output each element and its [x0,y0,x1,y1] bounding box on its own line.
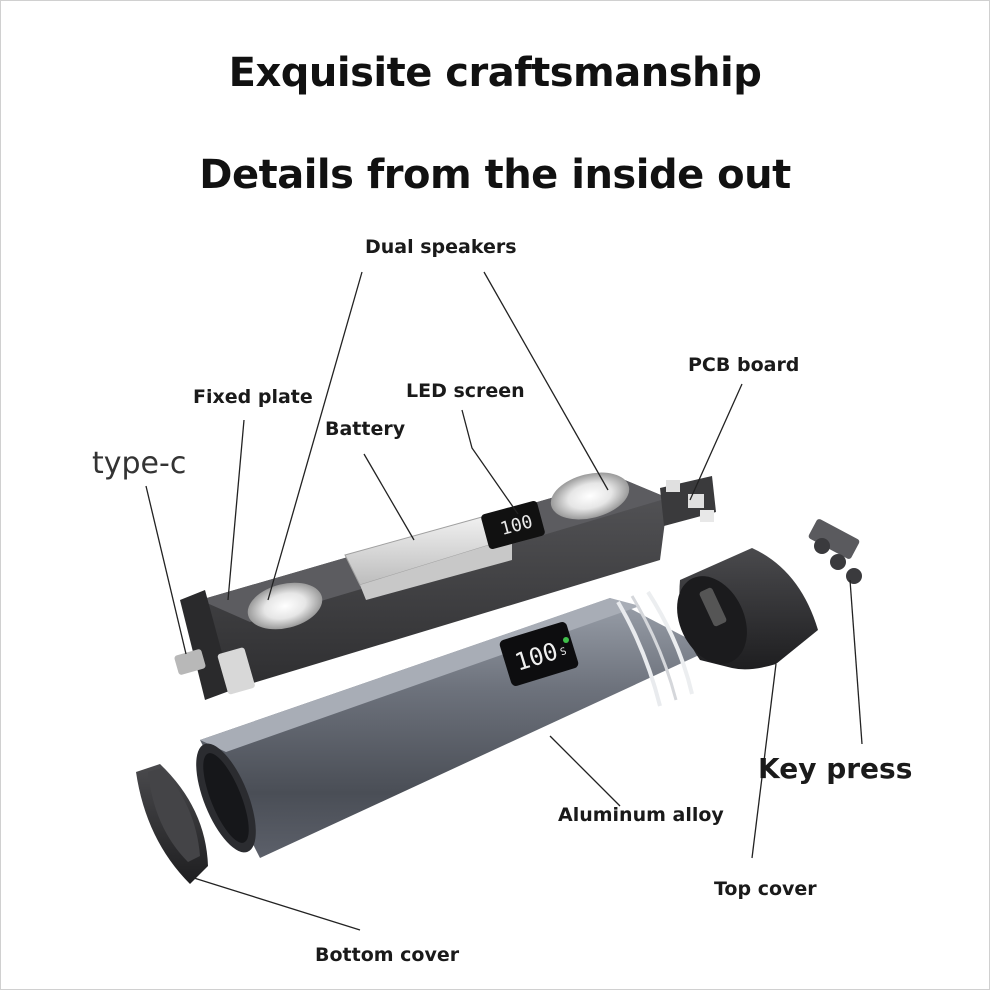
pcb-component-2 [688,494,704,508]
tube-ring-1 [616,600,662,707]
key-button-1 [814,538,830,554]
leader-dual-speakers-left [267,271,363,601]
headline-line-2: Details from the inside out [199,152,791,198]
label-type-c: type-c [92,446,187,481]
leader-fixed-plate [227,419,245,601]
label-battery: Battery [325,418,406,440]
top-cover-part [677,548,818,670]
leader-top-cover [751,663,777,859]
bottom-cover-part [136,764,208,884]
speaker-right [550,472,630,520]
label-key-press: Key press [758,752,913,785]
pcb-component-3 [700,510,714,522]
internal-tray: 100 [174,472,716,700]
aluminum-tube-body [200,598,710,858]
label-top-cover: Top cover [714,878,817,900]
label-aluminum-alloy: Aluminum alloy [558,804,724,826]
tube-ring-3 [646,590,694,695]
label-led-screen: LED screen [406,380,525,402]
bottom-cover-face [148,768,200,862]
key-button-2 [830,554,846,570]
battery-side [360,538,512,600]
tube-led-screen [499,622,579,686]
tube-ring-2 [630,595,678,701]
speaker-left [247,582,323,630]
type-c-port [174,649,206,675]
tube-led-indicator [563,637,569,643]
key-button-3 [846,568,862,584]
tray-connector [217,647,255,695]
headline-line-1: Exquisite craftsmanship [228,50,762,96]
leader-aluminum-alloy [549,735,621,807]
leader-lines [145,271,863,931]
fixed-plate-end [180,590,232,700]
leader-pcb-board [689,383,743,501]
label-bottom-cover: Bottom cover [315,944,460,966]
leader-dual-speakers-right [483,271,609,491]
pcb-component-1 [666,480,680,492]
label-pcb-board: PCB board [688,354,800,376]
top-cover-clip [699,587,727,627]
key-press-part [808,519,862,584]
aluminum-shell: 100 S [196,590,710,858]
aluminum-tube-inner [203,753,249,843]
leader-key-press [849,579,863,745]
label-dual-speakers: Dual speakers [365,236,517,258]
tube-led-unit: S [559,646,568,658]
label-fixed-plate: Fixed plate [193,386,313,408]
leader-battery [363,453,415,541]
leader-bottom-cover [193,877,361,931]
key-press-frame [808,519,860,559]
led-module [481,501,545,549]
leader-led-screen [461,409,519,515]
leader-type-c [145,485,187,655]
